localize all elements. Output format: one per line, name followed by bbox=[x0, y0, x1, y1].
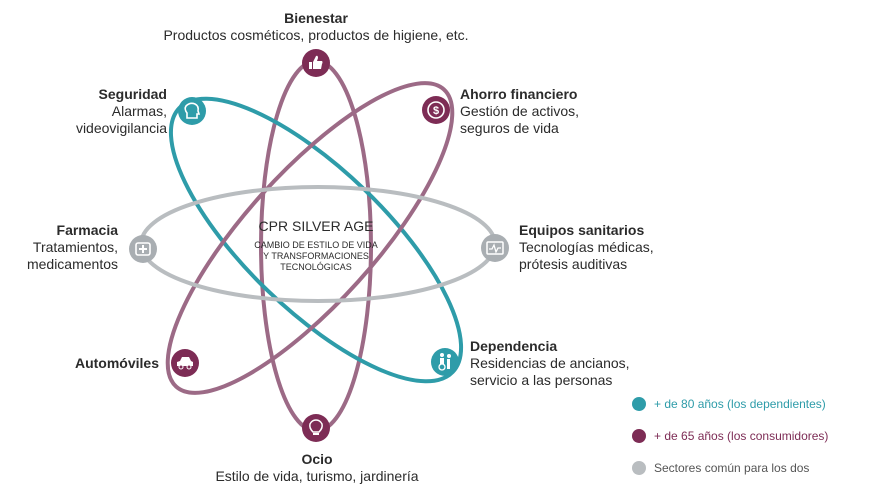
legend-label: + de 65 años (los consumidores) bbox=[654, 429, 829, 443]
label-title: Bienestar bbox=[284, 10, 348, 26]
label-farmacia: Farmacia Tratamientos, medicamentos bbox=[10, 222, 118, 273]
heart-monitor-icon bbox=[486, 241, 504, 255]
label-bienestar: Bienestar Productos cosméticos, producto… bbox=[156, 10, 476, 44]
label-desc: Productos cosméticos, productos de higie… bbox=[163, 27, 469, 43]
orbit-purple-diagonal bbox=[165, 81, 455, 395]
thumbs-up-icon bbox=[309, 55, 323, 69]
center-subtitle: CAMBIO DE ESTILO DE VIDA Y TRANSFORMACIO… bbox=[250, 240, 382, 273]
label-desc: medicamentos bbox=[26, 256, 118, 272]
head-icon bbox=[184, 102, 201, 119]
label-title: Equipos sanitarios bbox=[519, 222, 645, 238]
label-desc: seguros de vida bbox=[460, 120, 559, 136]
center-title: CPR SILVER AGE bbox=[258, 218, 374, 234]
center-subtitle-line: TECNOLÓGICAS bbox=[280, 262, 352, 272]
label-title: Dependencia bbox=[470, 338, 558, 354]
node-farmacia bbox=[129, 235, 157, 263]
label-dependencia: Dependencia Residencias de ancianos, ser… bbox=[470, 338, 670, 389]
label-desc: Alarmas, bbox=[111, 103, 167, 119]
node-ahorro: $ bbox=[422, 96, 450, 124]
label-desc: Estilo de vida, turismo, jardinería bbox=[215, 468, 419, 484]
label-automoviles: Automóviles bbox=[40, 355, 159, 372]
label-ocio: Ocio Estilo de vida, turismo, jardinería bbox=[186, 451, 448, 485]
legend-swatch bbox=[632, 461, 646, 475]
node-seguridad bbox=[178, 97, 206, 125]
center-subtitle-line: CAMBIO DE ESTILO DE VIDA bbox=[254, 240, 378, 250]
label-desc: Gestión de activos, bbox=[460, 103, 580, 119]
elderly-care-icon bbox=[438, 353, 451, 371]
node-equipos bbox=[481, 234, 509, 262]
node-dependencia bbox=[431, 348, 459, 376]
label-desc: Residencias de ancianos, bbox=[470, 355, 630, 371]
money-icon: $ bbox=[427, 101, 445, 119]
legend-swatch bbox=[632, 429, 646, 443]
center-subtitle-line: Y TRANSFORMACIONES bbox=[263, 251, 369, 261]
legend-label: Sectores común para los dos bbox=[654, 461, 810, 475]
legend-swatch bbox=[632, 397, 646, 411]
label-title: Farmacia bbox=[56, 222, 118, 238]
label-title: Seguridad bbox=[98, 86, 167, 102]
label-ahorro: Ahorro financiero Gestión de activos, se… bbox=[460, 86, 660, 137]
label-title: Ocio bbox=[301, 451, 333, 467]
car-icon bbox=[177, 357, 193, 370]
node-bienestar bbox=[302, 49, 330, 77]
lightbulb-icon bbox=[309, 419, 323, 435]
label-title: Ahorro financiero bbox=[460, 86, 578, 102]
svg-text:$: $ bbox=[433, 105, 439, 117]
label-desc: prótesis auditivas bbox=[519, 256, 628, 272]
label-desc: videovigilancia bbox=[75, 120, 167, 136]
node-automoviles bbox=[171, 349, 199, 377]
first-aid-icon bbox=[135, 242, 151, 256]
node-ocio bbox=[302, 414, 330, 442]
label-title: Automóviles bbox=[74, 355, 159, 371]
label-equipos: Equipos sanitarios Tecnologías médicas, … bbox=[519, 222, 719, 273]
label-desc: Tratamientos, bbox=[32, 239, 118, 255]
legend-label: + de 80 años (los dependientes) bbox=[654, 397, 826, 411]
label-desc: Tecnologías médicas, bbox=[519, 239, 654, 255]
label-seguridad: Seguridad Alarmas, videovigilancia bbox=[20, 86, 167, 137]
label-desc: servicio a las personas bbox=[470, 372, 613, 388]
